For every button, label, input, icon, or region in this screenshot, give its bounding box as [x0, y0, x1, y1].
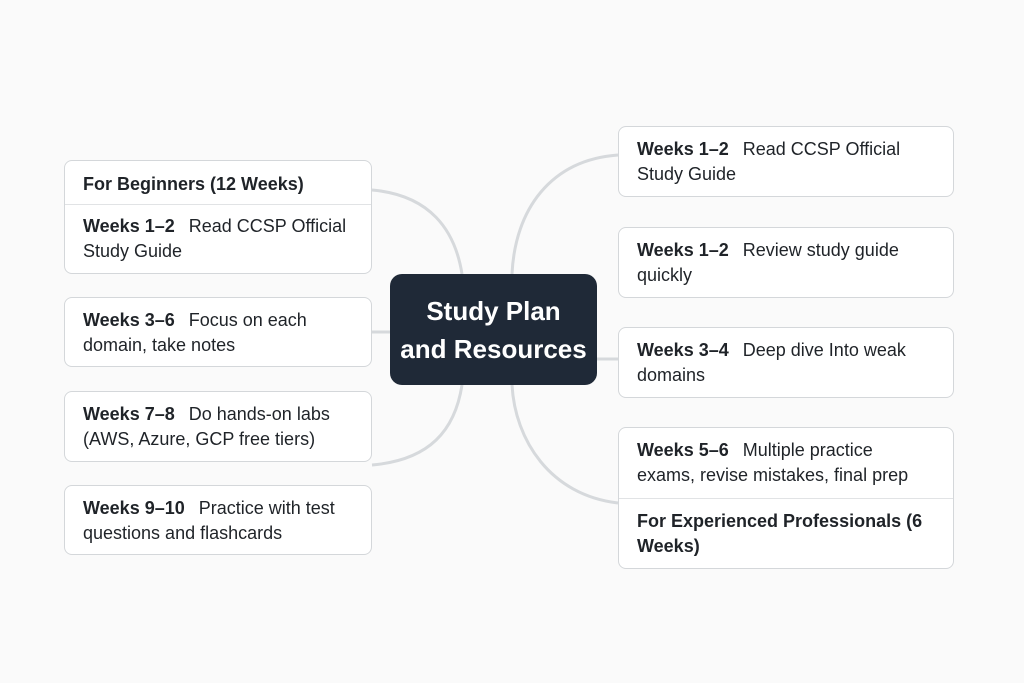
item-text: Deep dive Into weak domains	[637, 340, 906, 385]
beginners-header: For Beginners (12 Weeks)	[83, 174, 304, 194]
item-weeks: Weeks 1–2	[83, 216, 175, 236]
item-weeks: Weeks 1–2	[637, 139, 729, 159]
item-text: Practice with test questions and flashca…	[83, 498, 335, 543]
item-weeks: Weeks 7–8	[83, 404, 175, 424]
item-text: Do hands-on labs (AWS, Azure, GCP free t…	[83, 404, 330, 449]
item-weeks: Weeks 3–6	[83, 310, 175, 330]
item-text: Review study guide quickly	[637, 240, 899, 285]
item-weeks: Weeks 5–6	[637, 440, 729, 460]
item-weeks: Weeks 1–2	[637, 240, 729, 260]
central-topic-line1: Study Plan	[426, 295, 561, 326]
item-weeks: Weeks 3–4	[637, 340, 729, 360]
connector-left-top	[371, 188, 464, 275]
item-weeks: Weeks 9–10	[83, 498, 185, 518]
connector-right-bottom	[510, 384, 619, 505]
item-text: Read CCSP Official Study Guide	[637, 139, 901, 184]
connector-left-bottom	[371, 384, 464, 467]
central-topic: Study Plan and Resources	[390, 274, 597, 385]
experienced-header: For Experienced Professionals (6 Weeks)	[637, 511, 923, 556]
item-text: Focus on each domain, take notes	[83, 310, 307, 355]
item-text: Read CCSP Official Study Guide	[83, 216, 347, 261]
item-text: Multiple practice exams, revise mistakes…	[637, 440, 909, 485]
connector-right-top	[510, 153, 619, 275]
central-topic-line2: and Resources	[400, 333, 587, 364]
